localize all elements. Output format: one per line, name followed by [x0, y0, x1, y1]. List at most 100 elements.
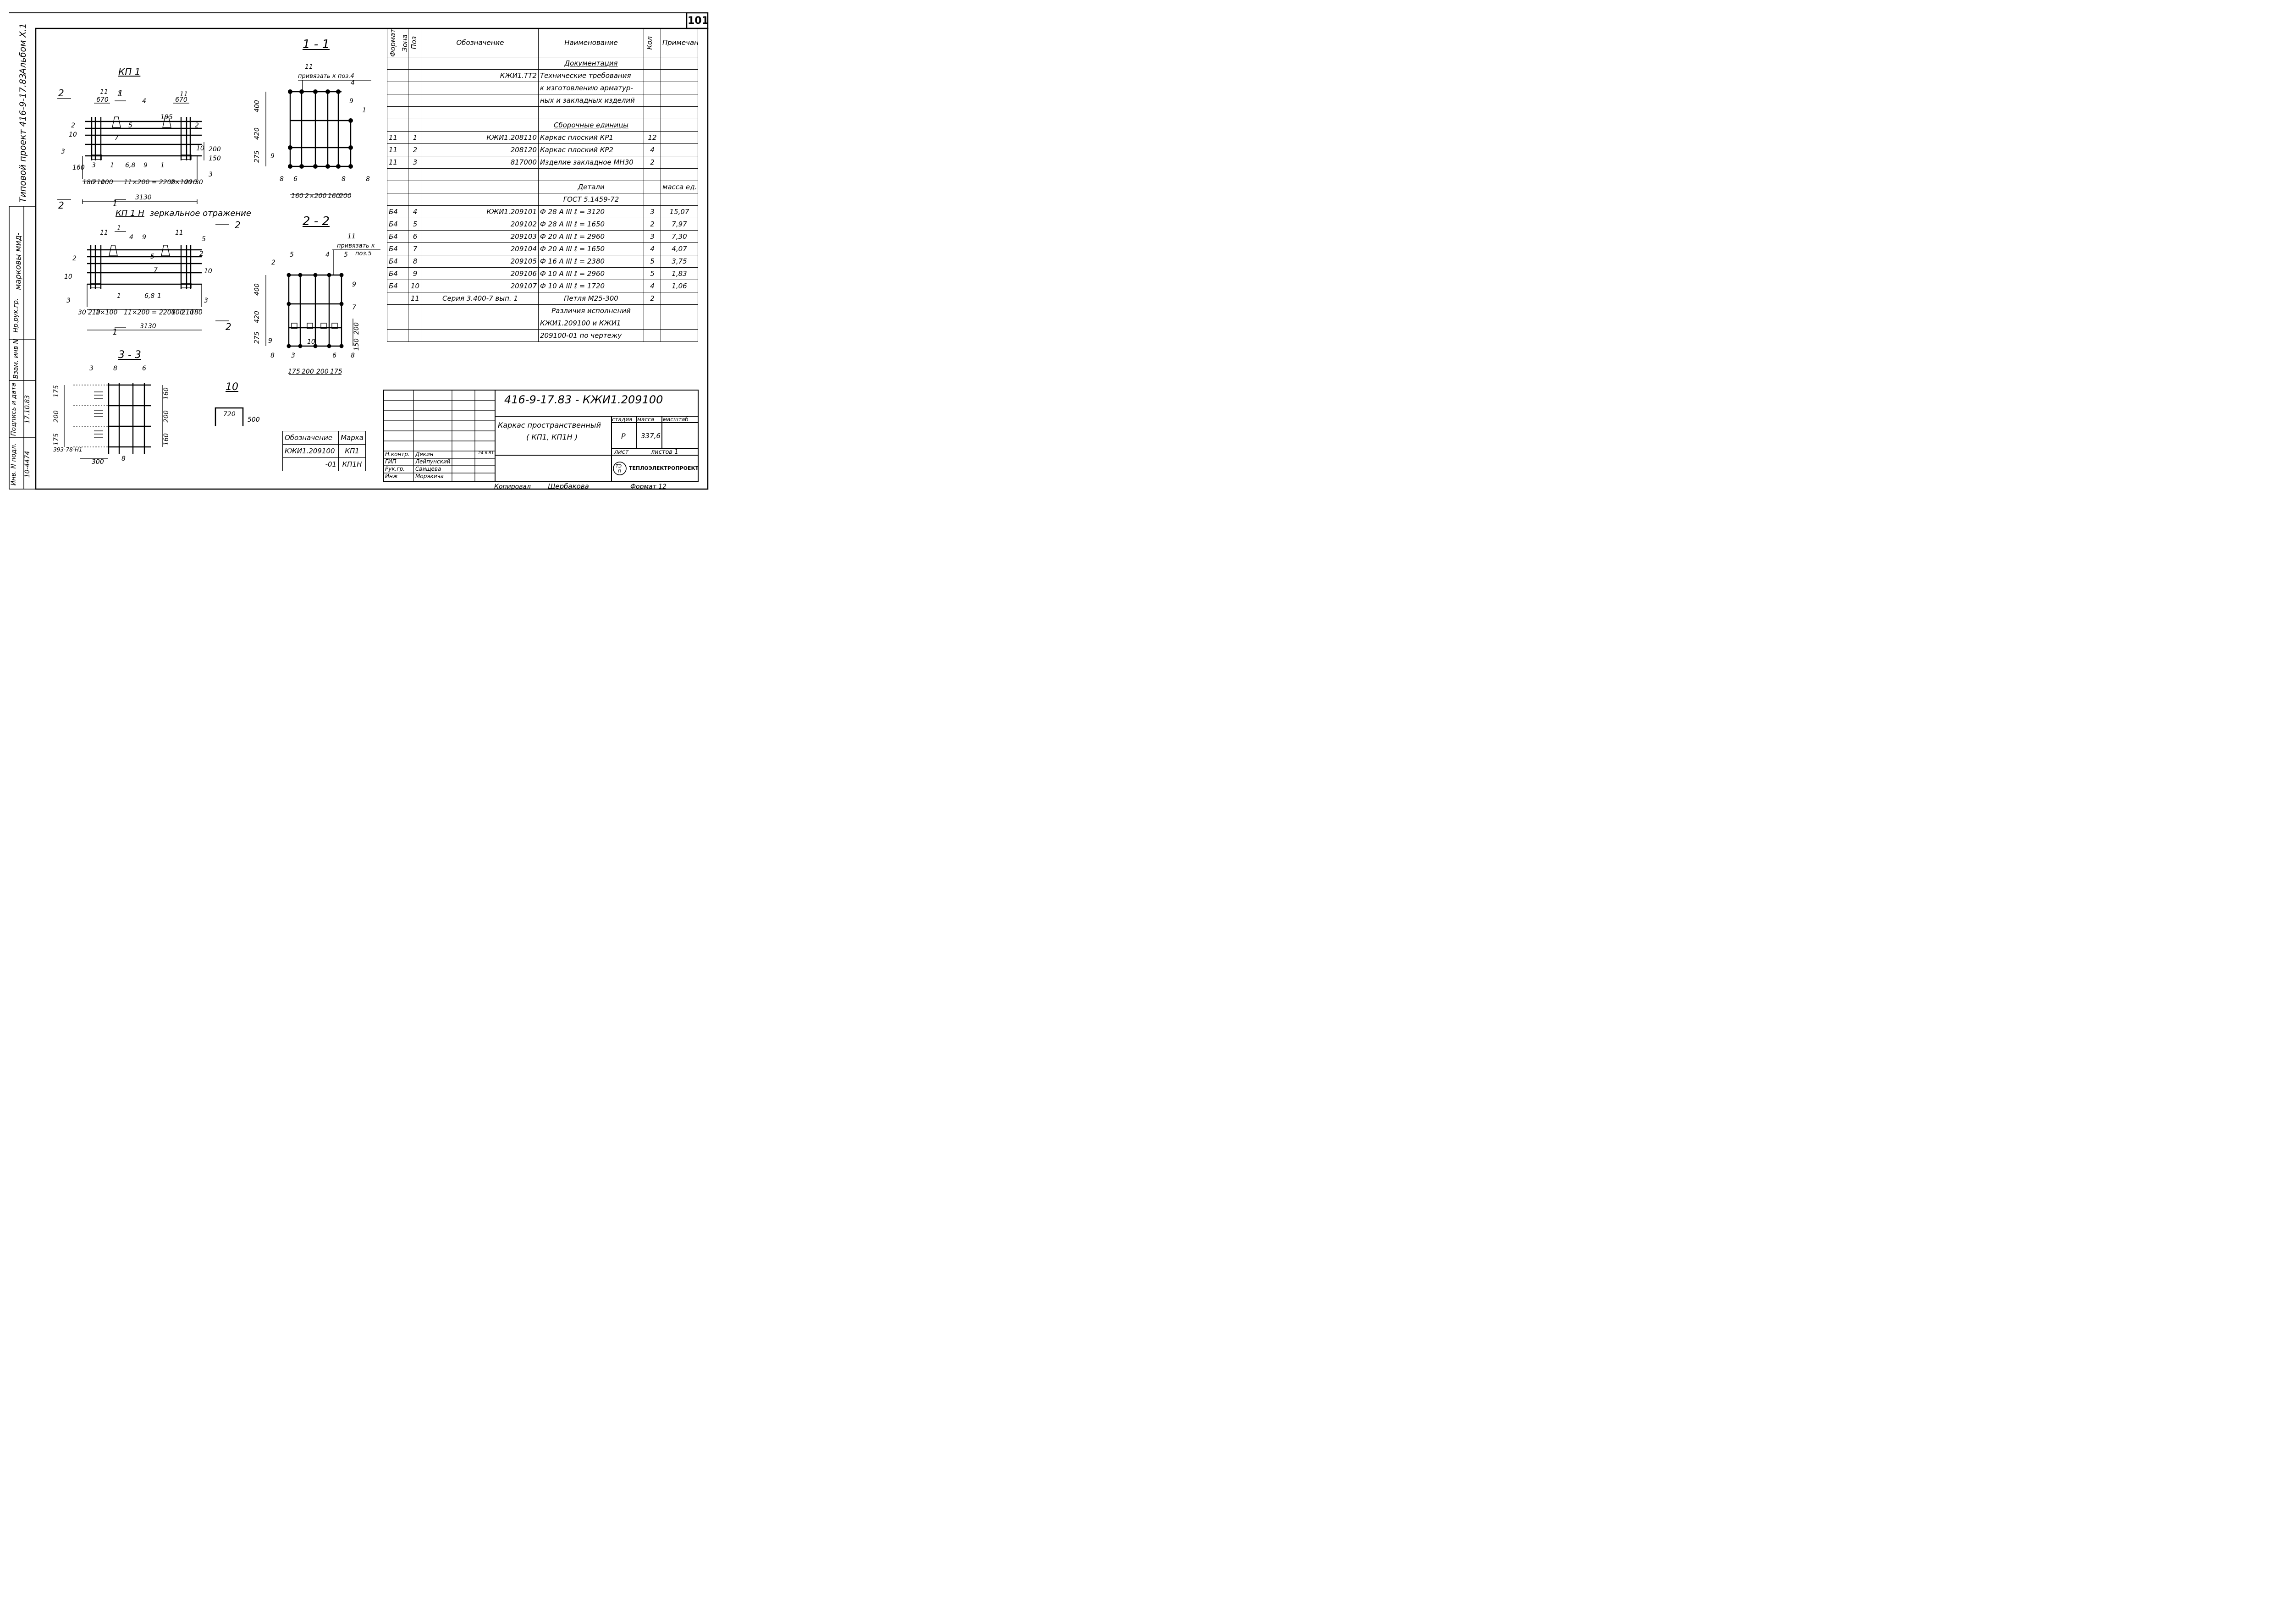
- spec-cell-qty: 3: [644, 205, 661, 218]
- spec-row: Сборочные единицы: [387, 118, 698, 132]
- svg-text:5: 5: [202, 236, 206, 243]
- spec-cell-qty: 3: [644, 230, 661, 243]
- signer-role: Рук.гр.: [385, 466, 405, 472]
- svg-text:8: 8: [351, 352, 355, 359]
- spec-cell-name: Документация: [538, 56, 644, 70]
- mark-row: -01 КП1Н: [282, 457, 366, 471]
- spec-row: [387, 106, 698, 119]
- svg-text:1: 1: [118, 89, 123, 99]
- svg-text:160: 160: [163, 387, 170, 400]
- mark-header-mark: Марка: [338, 431, 366, 445]
- copied-label: Копировал: [494, 483, 531, 490]
- kp1n-mirror-note: зеркальное отражение: [149, 209, 251, 218]
- spec-cell-pos: 3: [408, 155, 422, 169]
- spec-cell-format: Б4: [387, 242, 399, 255]
- spec-cell-format: [387, 81, 399, 94]
- spec-cell-zone: [399, 56, 408, 70]
- svg-text:11: 11: [347, 233, 356, 240]
- spec-row: ГОСТ 5.1459-72: [387, 193, 698, 206]
- spec-cell-qty: 2: [644, 155, 661, 169]
- spec-cell-pos: 6: [408, 230, 422, 243]
- svg-text:10: 10: [307, 338, 315, 346]
- kp1n-title: КП 1 Н зеркальное отражение: [116, 209, 251, 218]
- mark-value: КП1: [338, 444, 366, 458]
- spec-cell-note: [661, 143, 698, 156]
- svg-text:2×100: 2×100: [96, 309, 117, 316]
- header-note: Примечан.: [661, 28, 698, 57]
- org-logo-icon: [613, 462, 627, 475]
- spec-cell-qty: [644, 316, 661, 330]
- spec-cell-pos: [408, 106, 422, 119]
- spec-cell-zone: [399, 155, 408, 169]
- mark-table: Обозначение Марка КЖИ1.209100 КП1 -01 КП…: [282, 431, 366, 471]
- spec-cell-note: [661, 81, 698, 94]
- svg-text:2: 2: [199, 250, 204, 258]
- spec-cell-name: [538, 106, 644, 119]
- spec-cell-designation: [422, 94, 539, 107]
- spec-cell-pos: [408, 180, 422, 193]
- spec-cell-pos: [408, 94, 422, 107]
- spec-cell-note: [661, 56, 698, 70]
- spec-cell-designation: [422, 106, 539, 119]
- spec-cell-zone: [399, 267, 408, 280]
- spec-cell-qty: 12: [644, 131, 661, 144]
- svg-text:30: 30: [195, 179, 203, 186]
- spec-cell-pos: 1: [408, 131, 422, 144]
- spec-cell-name: Ф 28 А III ℓ = 1650: [538, 217, 644, 231]
- spec-cell-qty: [644, 304, 661, 317]
- spec-cell-qty: [644, 193, 661, 206]
- spec-header-row: Формат Зона Поз Обозначение Наименование…: [387, 28, 698, 57]
- svg-text:160: 160: [72, 164, 85, 171]
- svg-text:4: 4: [351, 79, 355, 87]
- spec-cell-note: 7,97: [661, 217, 698, 231]
- svg-text:400: 400: [253, 100, 261, 112]
- svg-text:11×200 = 2200: 11×200 = 2200: [124, 179, 176, 186]
- pos10-drawing: 720 500: [215, 407, 260, 426]
- spec-cell-format: 11: [387, 131, 399, 144]
- svg-text:180: 180: [83, 179, 95, 186]
- spec-cell-qty: [644, 118, 661, 132]
- spec-cell-format: Б4: [387, 267, 399, 280]
- section-3-3-title: 3 - 3: [118, 349, 141, 361]
- spec-cell-format: [387, 69, 399, 82]
- signer-role: Инж: [385, 473, 398, 479]
- org-name: ТЕПЛОЭЛЕКТРОПРОЕКТ: [629, 465, 699, 471]
- format-label: Формат 12: [630, 483, 667, 490]
- svg-text:670: 670: [175, 96, 187, 104]
- spec-cell-note: [661, 304, 698, 317]
- svg-text:3: 3: [66, 297, 71, 304]
- svg-text:500: 500: [248, 416, 260, 424]
- spec-cell-pos: [408, 193, 422, 206]
- svg-text:9: 9: [143, 162, 148, 169]
- header-zone: Зона: [399, 28, 408, 57]
- mark-value: КП1Н: [338, 457, 366, 471]
- spec-cell-designation: КЖИ1.209101: [422, 205, 539, 218]
- spec-cell-pos: [408, 304, 422, 317]
- spec-cell-qty: 5: [644, 254, 661, 268]
- drawing-frame: [9, 12, 709, 490]
- spec-row: ных и закладных изделий: [387, 94, 698, 107]
- spec-cell-qty: [644, 81, 661, 94]
- svg-text:200: 200: [316, 368, 329, 375]
- svg-text:150: 150: [353, 338, 360, 351]
- signer-name: Лейпунский: [415, 458, 451, 465]
- spec-cell-designation: КЖИ1.208110: [422, 131, 539, 144]
- spec-cell-designation: 209107: [422, 279, 539, 292]
- svg-text:11: 11: [305, 63, 313, 71]
- spec-cell-zone: [399, 143, 408, 156]
- spec-row: Документация: [387, 56, 698, 70]
- spec-cell-zone: [399, 193, 408, 206]
- spec-cell-qty: 4: [644, 242, 661, 255]
- spec-cell-name: Ф 20 А III ℓ = 2960: [538, 230, 644, 243]
- scale-label: масштаб: [663, 416, 689, 423]
- spec-cell-pos: [408, 316, 422, 330]
- svg-text:2×200: 2×200: [305, 193, 326, 200]
- spec-cell-format: [387, 106, 399, 119]
- spec-cell-format: [387, 118, 399, 132]
